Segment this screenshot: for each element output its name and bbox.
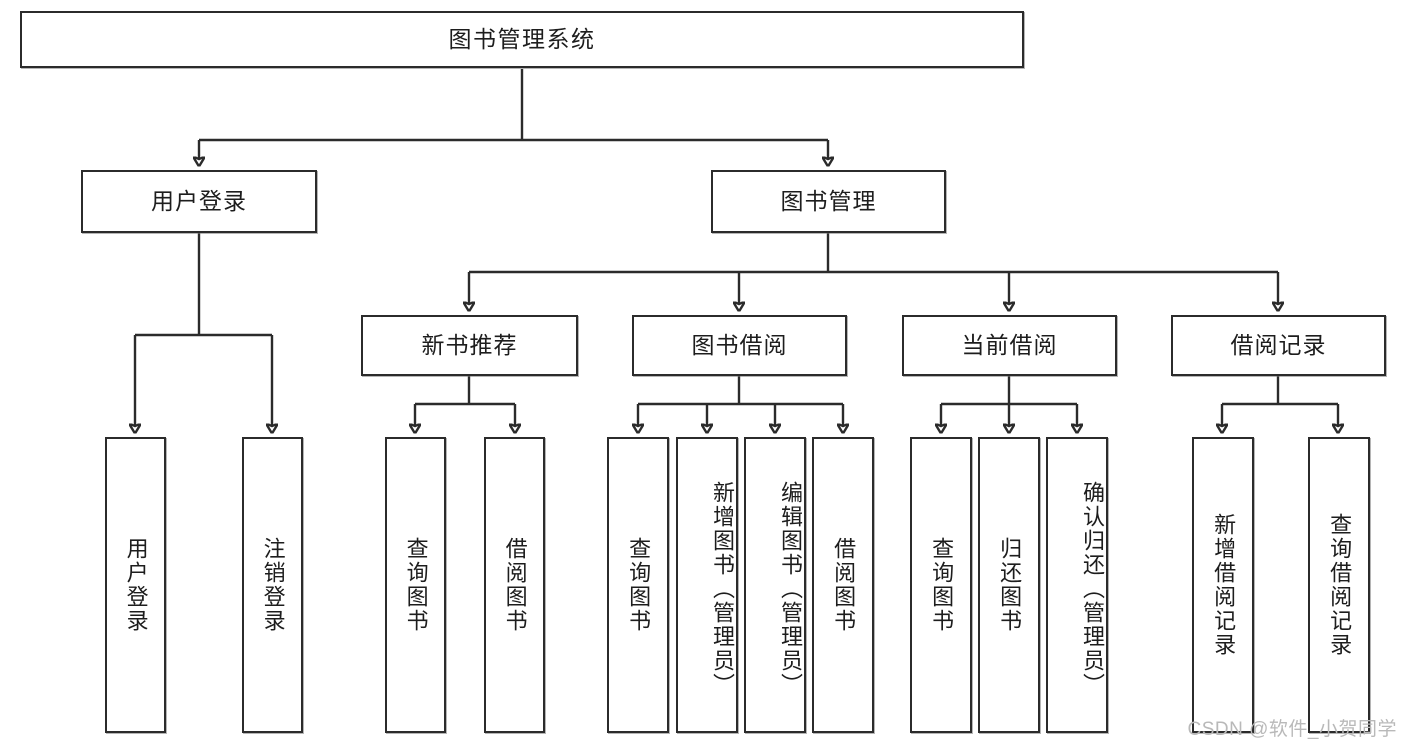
node-new-book-recommend[interactable]: 新书推荐 (361, 315, 578, 376)
node-label: 当前借阅 (961, 331, 1058, 358)
leaf-query-book-borrow[interactable]: 查询图书 (607, 437, 669, 733)
node-root-system[interactable]: 图书管理系统 (20, 11, 1024, 68)
node-label: 查询图书 (403, 537, 429, 633)
node-label: 查询图书 (929, 537, 955, 633)
node-label: 注销登录 (260, 537, 286, 633)
node-label: 图书管理 (780, 187, 877, 214)
node-label: 用户登录 (123, 537, 149, 633)
leaf-borrow-book-recommend[interactable]: 借阅图书 (484, 437, 545, 733)
node-label: 借阅图书 (831, 537, 857, 633)
node-label: 确认归还（管理员） (1080, 481, 1105, 697)
node-label: 归还图书 (997, 537, 1023, 633)
node-label: 新书推荐 (421, 331, 518, 358)
leaf-add-book-admin[interactable]: 新增图书（管理员） (676, 437, 738, 733)
node-book-management[interactable]: 图书管理 (711, 170, 946, 233)
leaf-return-book[interactable]: 归还图书 (978, 437, 1040, 733)
node-label: 图书借阅 (691, 331, 788, 358)
node-label: 新增借阅记录 (1211, 513, 1237, 657)
node-label: 用户登录 (151, 187, 247, 214)
node-label: 新增图书（管理员） (710, 481, 735, 697)
leaf-logout[interactable]: 注销登录 (242, 437, 303, 733)
leaf-query-book-current[interactable]: 查询图书 (910, 437, 972, 733)
node-label: 图书管理系统 (448, 25, 596, 52)
node-label: 编辑图书（管理员） (778, 481, 803, 697)
leaf-confirm-return-admin[interactable]: 确认归还（管理员） (1046, 437, 1108, 733)
node-label: 查询图书 (626, 537, 652, 633)
node-label: 借阅图书 (502, 537, 528, 633)
watermark: CSDN @软件_小贺同学 (1187, 719, 1397, 740)
node-user-login[interactable]: 用户登录 (81, 170, 317, 233)
node-current-borrow[interactable]: 当前借阅 (902, 315, 1117, 376)
leaf-query-book-recommend[interactable]: 查询图书 (385, 437, 446, 733)
leaf-add-borrow-record[interactable]: 新增借阅记录 (1192, 437, 1254, 733)
leaf-query-borrow-record[interactable]: 查询借阅记录 (1308, 437, 1370, 733)
node-borrow-records[interactable]: 借阅记录 (1171, 315, 1386, 376)
node-book-borrow[interactable]: 图书借阅 (632, 315, 847, 376)
node-label: 借阅记录 (1230, 331, 1327, 358)
leaf-borrow-book[interactable]: 借阅图书 (812, 437, 874, 733)
leaf-user-login[interactable]: 用户登录 (105, 437, 166, 733)
leaf-edit-book-admin[interactable]: 编辑图书（管理员） (744, 437, 806, 733)
node-label: 查询借阅记录 (1327, 513, 1353, 657)
